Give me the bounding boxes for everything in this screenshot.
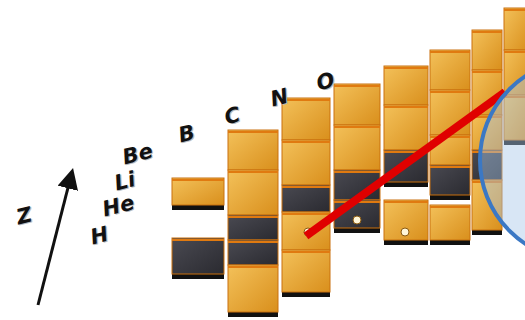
- cell-face: [430, 165, 470, 195]
- cell-face: [430, 50, 470, 90]
- cell-edge: [334, 171, 380, 173]
- cell-face: [334, 84, 380, 125]
- cell-edge: [228, 216, 278, 218]
- nuclide-cell: [334, 200, 380, 233]
- cell-face: [282, 212, 330, 250]
- cell-face: [334, 125, 380, 170]
- nuclide-cell: [282, 140, 330, 190]
- magnifier-circle: [480, 60, 525, 260]
- cell-face: [384, 200, 428, 240]
- cell-edge: [430, 206, 470, 208]
- element-label: Be: [120, 139, 155, 170]
- cell-face: [228, 170, 278, 215]
- nuclide-cell: [504, 8, 525, 55]
- cell-face: [228, 215, 278, 240]
- cell-edge: [472, 71, 502, 73]
- cell-edge: [228, 241, 278, 243]
- cell-edge: [282, 141, 330, 143]
- cell-face: [282, 250, 330, 292]
- cell-edge: [172, 179, 224, 181]
- nuclide-cell: [472, 30, 502, 75]
- cell-edge: [384, 106, 428, 108]
- element-label: H: [88, 222, 111, 250]
- nuclide-cell: [172, 238, 224, 279]
- nuclide-cell: [228, 265, 278, 317]
- nuclide-cell: [384, 105, 428, 155]
- nuclide-cell: [384, 200, 428, 245]
- cell-face: [172, 178, 224, 205]
- cell-edge: [334, 85, 380, 87]
- nuclide-cell: [334, 125, 380, 175]
- red-line: [306, 92, 505, 236]
- cell-edge: [228, 266, 278, 268]
- z-axis-arrow: [38, 172, 72, 305]
- nuclide-cell: [430, 165, 470, 200]
- nuclide-cell: [228, 170, 278, 220]
- cell-edge: [430, 51, 470, 53]
- nuclide-cell: [384, 66, 428, 110]
- cell-face: [430, 205, 470, 240]
- cell-edge: [282, 213, 330, 215]
- nuclide-cell: [334, 84, 380, 130]
- element-label: He: [100, 190, 137, 221]
- cell-face: [282, 185, 330, 212]
- cell-edge: [228, 131, 278, 133]
- cell-dot: [401, 228, 409, 236]
- nuclide-cell: [282, 250, 330, 297]
- nuclide-cell: [430, 50, 470, 95]
- cell-edge: [334, 126, 380, 128]
- cell-face: [228, 130, 278, 170]
- element-label: B: [176, 120, 197, 147]
- element-label: C: [222, 102, 243, 129]
- cell-edge: [384, 67, 428, 69]
- element-label: O: [314, 68, 337, 96]
- cell-edge: [504, 9, 525, 11]
- axis-label: Z: [14, 202, 35, 229]
- nuclide-cell: [228, 130, 278, 175]
- cell-face: [282, 140, 330, 185]
- cell-face: [228, 265, 278, 312]
- cell-edge: [282, 186, 330, 188]
- cell-edge: [282, 251, 330, 253]
- element-label: N: [268, 84, 291, 112]
- cell-face: [384, 66, 428, 105]
- cell-edge: [172, 239, 224, 241]
- cell-edge: [472, 31, 502, 33]
- cell-face: [172, 238, 224, 274]
- cell-dot: [353, 216, 361, 224]
- cell-face: [472, 30, 502, 70]
- cell-edge: [430, 91, 470, 93]
- cell-edge: [228, 171, 278, 173]
- cell-face: [504, 8, 525, 50]
- cell-face: [384, 105, 428, 150]
- cell-face: [228, 240, 278, 265]
- cell-edge: [384, 201, 428, 203]
- cell-edge: [430, 166, 470, 168]
- nuclide-cell: [172, 178, 224, 210]
- cell-edge: [504, 51, 525, 53]
- nuclide-cell: [430, 205, 470, 245]
